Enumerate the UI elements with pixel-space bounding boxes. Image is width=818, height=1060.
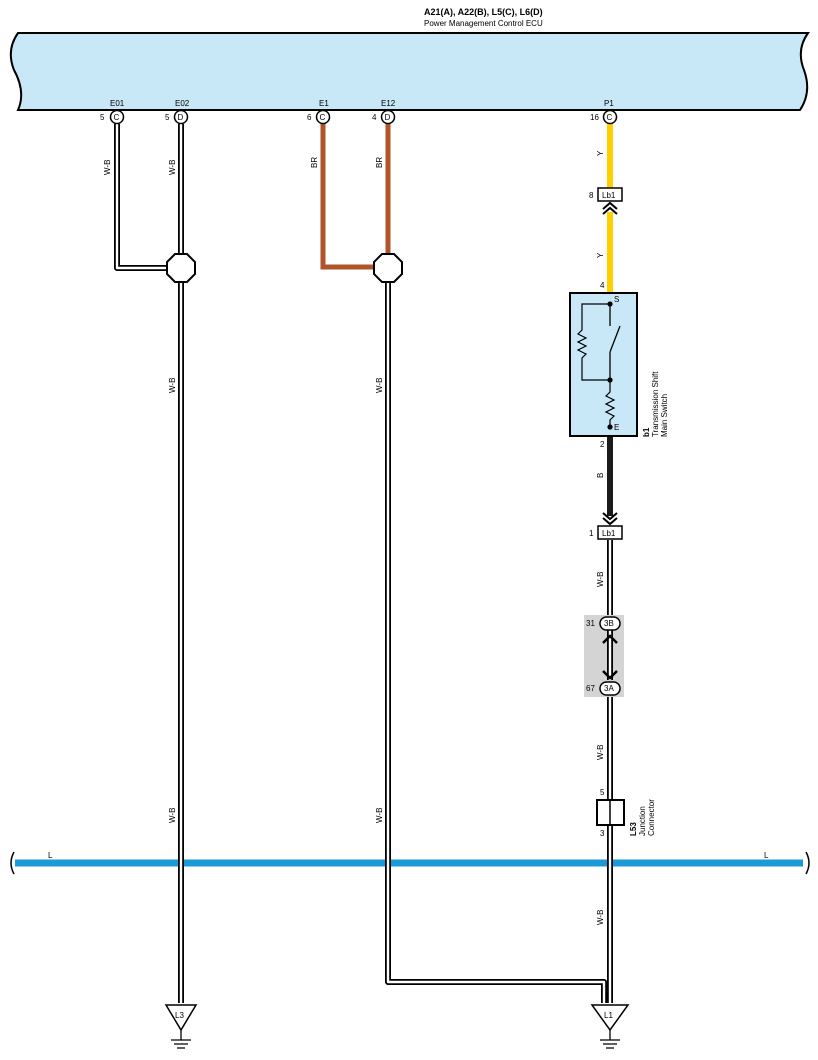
switch-terminal-e: E [614,423,619,432]
l53-id: L53 [629,822,638,836]
wire-label-j-wb: W-B [596,745,605,760]
bus-line [10,851,810,875]
pin-number-e12: 4 [372,113,377,122]
br-wires [320,124,391,270]
pin-number-p1: 16 [590,113,599,122]
l53-name-line1: Junction [638,806,647,836]
bus-label-right: L [764,851,769,860]
pin-connector-e01: C [114,113,120,122]
switch-id: b1 [642,427,651,437]
l53-pin-top: 5 [600,788,605,797]
l53-pin-bottom: 3 [600,829,605,838]
pin-connector-p1: C [607,113,613,122]
wire-label-e12: BR [375,157,384,168]
switch-pin-top: 4 [600,281,605,290]
wire-label-b: B [596,473,605,478]
bus-crossings [178,855,613,871]
pin-number-e1: 6 [307,113,312,122]
pin-name-e01: E01 [110,99,125,108]
ground-l1 [590,1004,630,1049]
lb1-connector-top [597,187,623,215]
wire-label-y1: Y [596,150,605,156]
pin-number-e01: 5 [100,113,105,122]
wire-label-e01: W-B [103,160,112,175]
j3b-label: 3B [604,619,614,628]
pin-connector-e1: C [320,113,326,122]
wire-label-y2: Y [596,252,605,258]
wire-label-l53-wb: W-B [596,910,605,925]
ecu-box [9,32,810,111]
lb1-top-pin: 8 [589,191,594,200]
wire-label-e1: BR [310,157,319,168]
transmission-shift-switch [569,292,638,437]
ground-label-l3: L3 [175,1011,184,1020]
wire-label-e12-bottom: W-B [375,808,384,823]
ground-label-l1: L1 [604,1011,613,1020]
junction-3a [599,681,621,696]
pin-connector-e02: D [178,113,184,122]
switch-name-line1: Transmission Shift [651,371,660,437]
l53-name-line2: Connector [647,799,656,836]
lb1-bottom-label: Lb1 [602,529,616,538]
lb1-bottom-pin: 1 [589,529,594,538]
lb1-top-label: Lb1 [602,191,616,200]
switch-pin-bottom: 2 [600,440,605,449]
wb-wires [114,124,613,1003]
j3a-pin: 67 [586,684,595,693]
ground-l3 [164,1004,198,1049]
lb1-connector-bottom [597,512,623,540]
junction-3b [599,616,621,631]
pin-name-e1: E1 [319,99,329,108]
wire-label-e02-lower: W-B [168,378,177,393]
pin-connector-e12: D [385,113,391,122]
splice-right [373,253,403,283]
ecu-pin-circles [109,109,618,125]
junction-block-wire [602,630,618,680]
wire-label-e02-upper: W-B [168,160,177,175]
j3b-pin: 31 [586,619,595,628]
pin-number-e02: 5 [165,113,170,122]
ecu-subtitle: Power Management Control ECU [424,19,543,28]
wire-label-lb1-wb: W-B [596,572,605,587]
wire-label-e02-bottom: W-B [168,808,177,823]
pin-name-p1: P1 [604,99,614,108]
switch-name-line2: Main Switch [660,394,669,437]
bus-label-left: L [48,851,53,860]
junction-connector-l53 [596,799,625,826]
splice-left [166,253,196,283]
pin-name-e02: E02 [175,99,190,108]
ecu-title: A21(A), A22(B), L5(C), L6(D) [424,7,543,17]
wire-label-e12-lower: W-B [375,378,384,393]
pin-name-e12: E12 [381,99,396,108]
switch-terminal-s: S [614,295,619,304]
j3a-label: 3A [604,684,614,693]
